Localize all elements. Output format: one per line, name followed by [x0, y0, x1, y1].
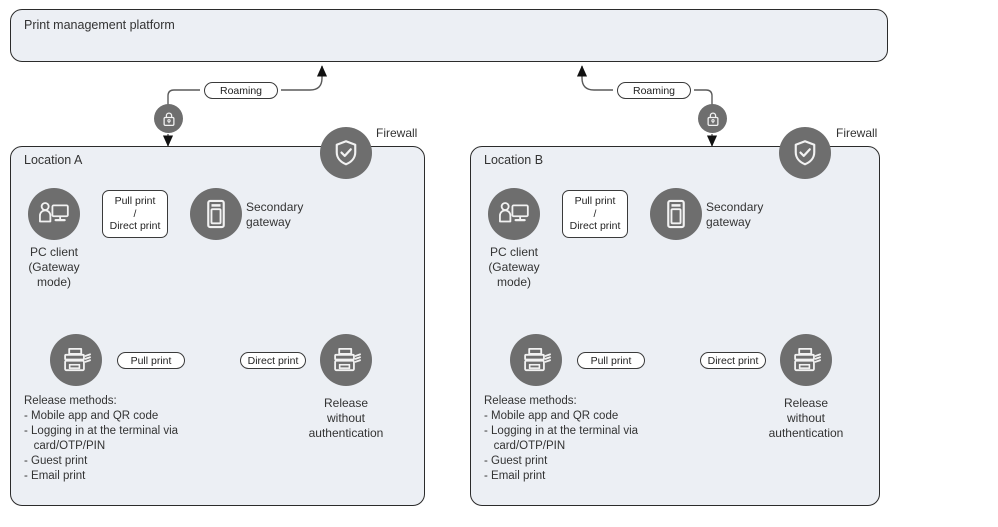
firewall-label-a: Firewall: [376, 126, 418, 140]
direct-print-label-b: Direct print: [700, 352, 766, 369]
secondary-gateway-icon-a: [190, 188, 242, 240]
pc-client-icon-a: [28, 188, 80, 240]
pull-printer-icon-a: [50, 334, 102, 386]
firewall-label-b: Firewall: [836, 126, 878, 140]
direct-print-label-a: Direct print: [240, 352, 306, 369]
lock-icon-b: [698, 104, 727, 133]
print-management-platform-panel: [10, 9, 888, 62]
server-tower-icon: [667, 199, 685, 229]
release-without-auth-label-a: Release without authentication: [308, 396, 384, 440]
location-b-title: Location B: [484, 153, 544, 167]
location-a-title: Location A: [24, 153, 83, 167]
pc-client-icon-b: [488, 188, 540, 240]
lock-icon: [706, 112, 719, 126]
firewall-icon-b: [779, 127, 831, 179]
release-methods-b: Release methods: - Mobile app and QR cod…: [484, 395, 639, 482]
printer-icon: [794, 347, 821, 372]
secondary-gateway-icon-b: [650, 188, 702, 240]
pull-direct-print-box-a: Pull print / Direct print: [102, 190, 168, 238]
pull-direct-print-box-b: Pull print / Direct print: [562, 190, 628, 238]
direct-print-line-a: Direct print: [109, 220, 161, 233]
pull-printer-icon-b: [510, 334, 562, 386]
separator-line-b: /: [593, 207, 597, 220]
secondary-gateway-label-a: Secondary gateway: [246, 200, 304, 229]
direct-printer-icon-b: [780, 334, 832, 386]
pull-print-label-a: Pull print: [117, 352, 185, 369]
pc-client-label-b: PC client (Gateway mode): [488, 245, 540, 289]
printer-icon: [64, 347, 91, 372]
lock-icon: [162, 112, 175, 126]
server-tower-icon: [207, 199, 225, 229]
printer-icon: [334, 347, 361, 372]
pull-print-line-a: Pull print: [114, 195, 156, 208]
platform-title: Print management platform: [24, 18, 175, 32]
direct-print-line-b: Direct print: [569, 220, 621, 233]
secondary-gateway-label-b: Secondary gateway: [706, 200, 764, 229]
pull-print-label-b: Pull print: [577, 352, 645, 369]
pc-user-icon: [39, 202, 69, 223]
shield-check-icon: [335, 140, 357, 166]
roaming-label-a: Roaming: [204, 82, 278, 99]
pc-user-icon: [499, 202, 529, 223]
pull-print-line-b: Pull print: [574, 195, 616, 208]
firewall-icon-a: [320, 127, 372, 179]
release-without-auth-label-b: Release without authentication: [768, 396, 844, 440]
separator-line-a: /: [133, 207, 137, 220]
roaming-label-b: Roaming: [617, 82, 691, 99]
lock-icon-a: [154, 104, 183, 133]
shield-check-icon: [794, 140, 816, 166]
release-methods-a: Release methods: - Mobile app and QR cod…: [24, 395, 179, 482]
pc-client-label-a: PC client (Gateway mode): [28, 245, 80, 289]
printer-icon: [524, 347, 551, 372]
direct-printer-icon-a: [320, 334, 372, 386]
